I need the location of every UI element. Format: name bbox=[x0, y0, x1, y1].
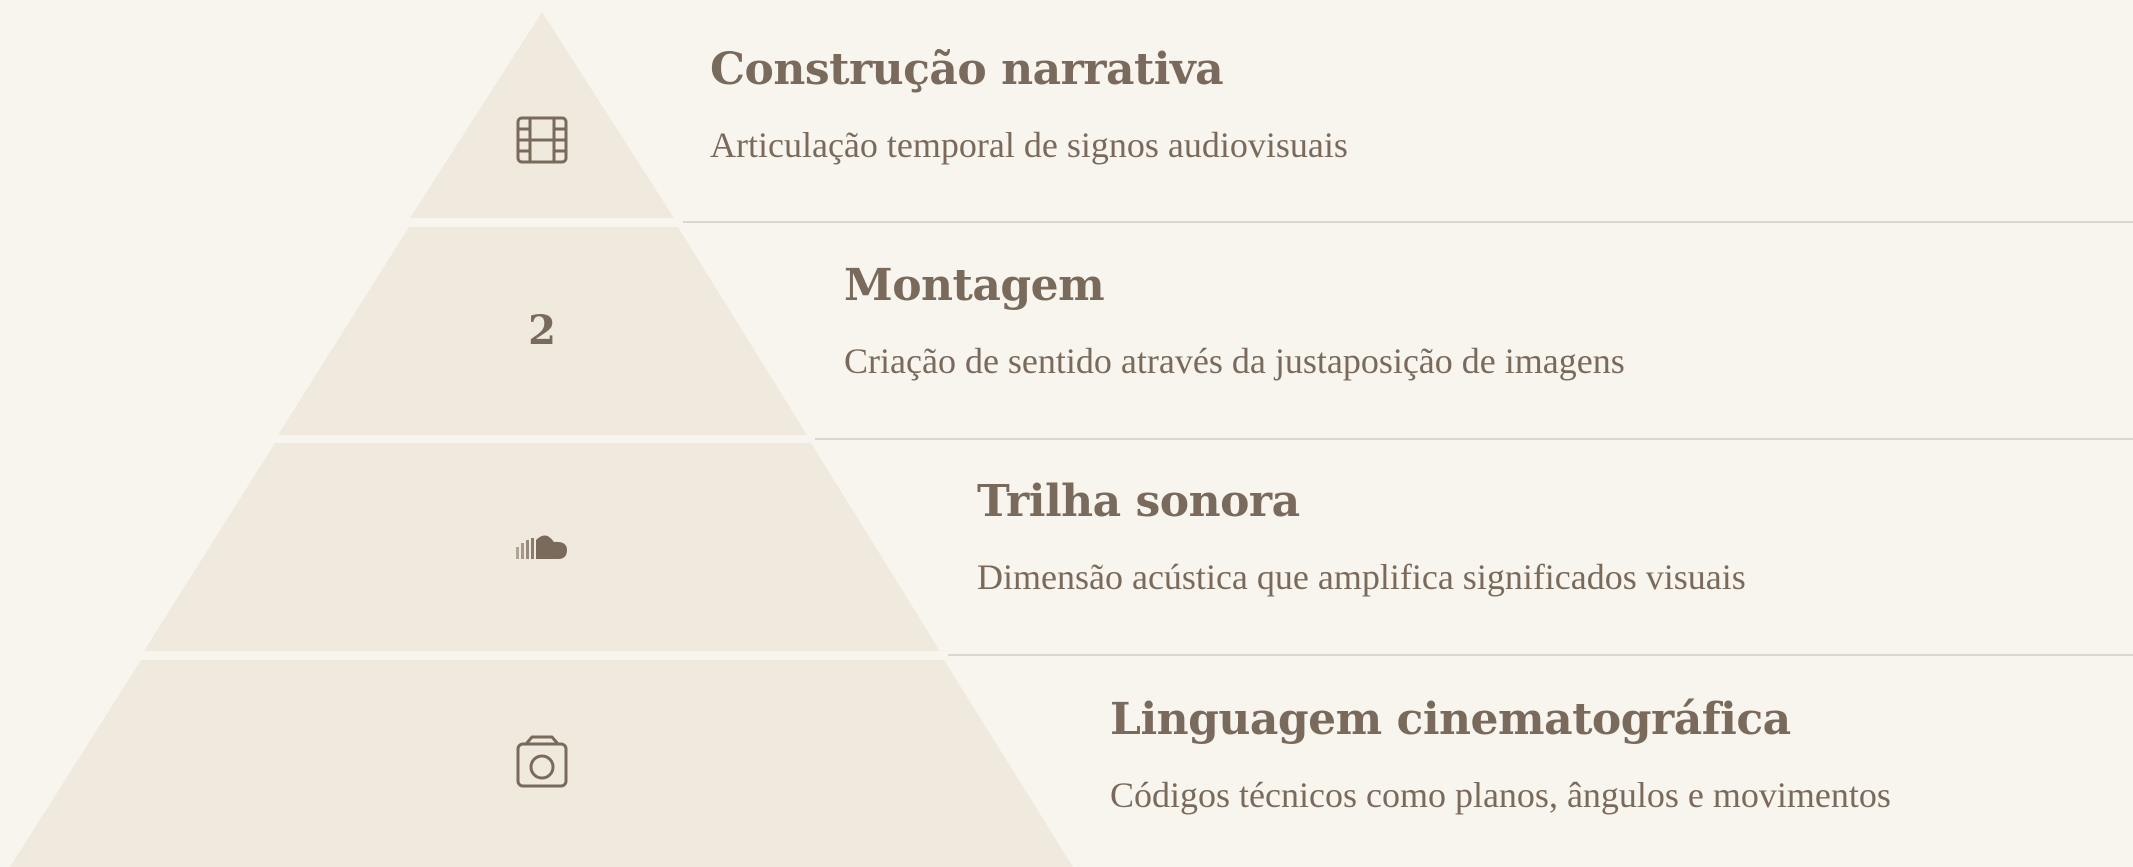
pyramid-tier-4[interactable] bbox=[10, 660, 1073, 867]
film-icon bbox=[516, 116, 568, 164]
tier-2-description: Criação de sentido através da justaposiç… bbox=[844, 341, 1625, 381]
camera-icon bbox=[516, 735, 568, 788]
tier-4-title: Linguagem cinematográfica bbox=[1110, 694, 1791, 745]
tier-3-description: Dimensão acústica que amplifica signific… bbox=[977, 557, 1746, 597]
tier-3-title: Trilha sonora bbox=[977, 476, 1300, 527]
soundcloud-icon bbox=[516, 535, 567, 559]
tier-1-description: Articulação temporal de signos audiovisu… bbox=[710, 125, 1348, 165]
pyramid-tier-1[interactable] bbox=[410, 12, 674, 218]
tier-number-2: 2 bbox=[528, 307, 556, 354]
pyramid-tier-2[interactable] bbox=[278, 227, 807, 435]
tier-2-title: Montagem bbox=[844, 260, 1105, 311]
tier-4-description: Códigos técnicos como planos, ângulos e … bbox=[1110, 775, 1891, 815]
tier-1-title: Construção narrativa bbox=[710, 44, 1224, 95]
